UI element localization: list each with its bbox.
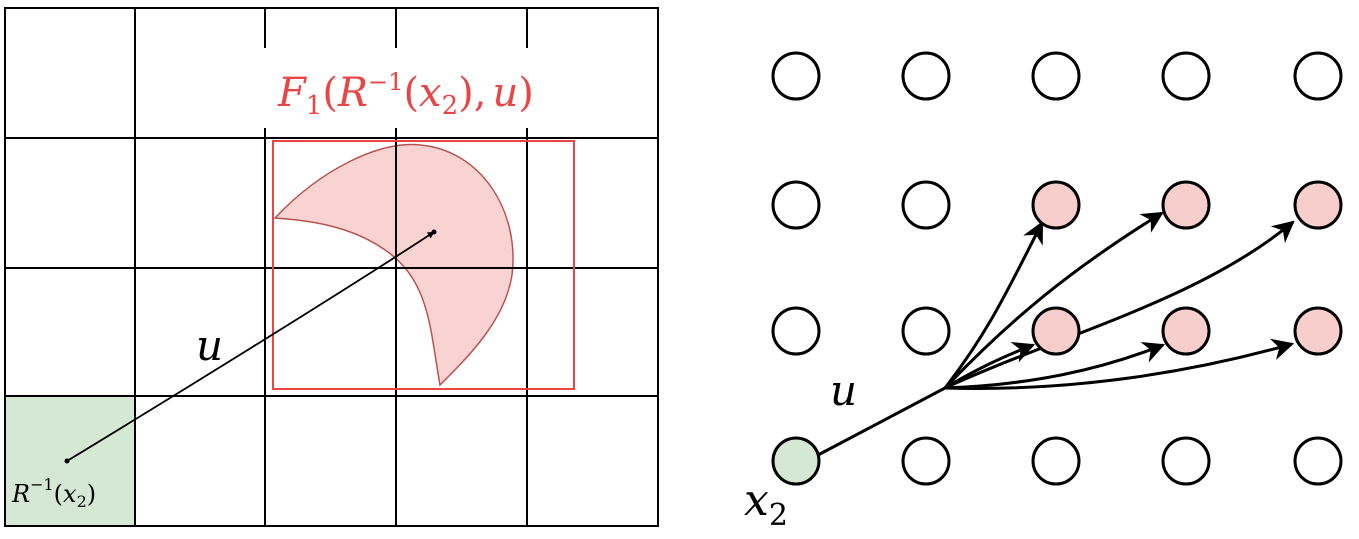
node-reachable [1031,180,1081,230]
node-grid [771,51,1343,486]
node [1161,51,1211,101]
right-panel: u x2 [744,51,1343,533]
arrow-to-row2-col3 [943,221,1044,389]
start-label-left: R−1(x2) [11,475,96,511]
arrow-to-row3-col3 [944,342,1036,390]
node [771,51,821,101]
start-label-right: x2 [744,475,788,533]
node [1293,51,1343,101]
left-panel: F1(R−1(x2),u) u R−1(x2) [4,7,659,527]
node [901,180,951,230]
start-point [64,458,70,464]
end-point [431,229,437,235]
node [901,306,951,356]
node-reachable [1031,306,1081,356]
node-reachable [1161,180,1211,230]
reach-set-label: F1(R−1(x2),u) [277,68,534,121]
node [1031,51,1081,101]
node [771,180,821,230]
reach-arrows [943,211,1295,390]
node [1293,436,1343,486]
control-label-left: u [196,321,223,370]
node-start [771,436,821,486]
control-segment [817,386,946,457]
node-reachable [1293,180,1343,230]
node [901,51,951,101]
node [1031,436,1081,486]
label-background [255,48,585,128]
node [771,306,821,356]
node-reachable [1161,306,1211,356]
arrow-to-row3-col4 [944,342,1166,390]
control-label-right: u [830,366,857,415]
arrow-to-row3-col5 [944,338,1295,390]
arrow-to-row2-col4 [943,211,1164,390]
node [1161,436,1211,486]
reach-bounding-box [272,140,575,390]
node [901,436,951,486]
start-cell [5,396,135,526]
control-trajectory [66,231,435,462]
reachable-set-shape [273,143,514,387]
node-reachable [1293,306,1343,356]
arrow-to-row2-col5 [944,220,1295,390]
